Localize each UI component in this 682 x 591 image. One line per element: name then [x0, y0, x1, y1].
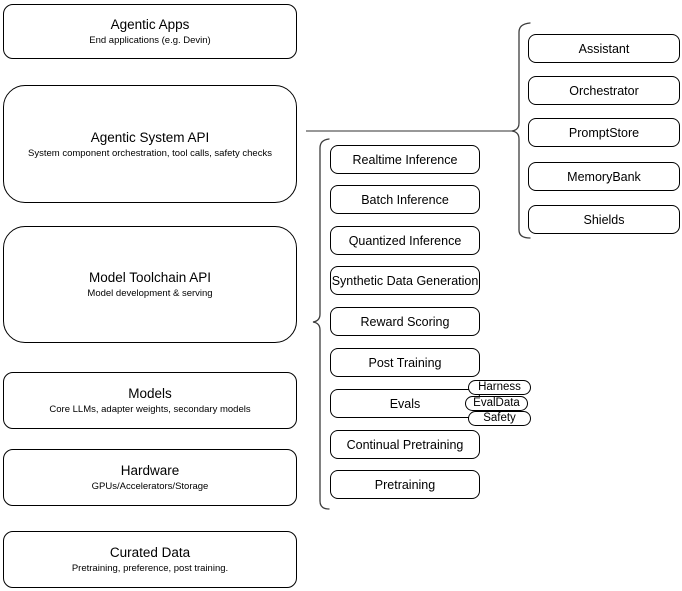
eval-tag-safety: Safety	[468, 411, 531, 426]
agentic-system-api-box: Agentic System API System component orch…	[3, 85, 297, 203]
system-item-shields: Shields	[528, 205, 680, 234]
toolchain-item-continual-pretraining: Continual Pretraining	[330, 430, 480, 459]
eval-tag-evaldata: EvalData	[465, 396, 528, 411]
box-title: Model Toolchain API	[88, 270, 212, 285]
toolchain-item-quantized-inference: Quantized Inference	[330, 226, 480, 255]
eval-tag-harness: Harness	[468, 380, 531, 395]
agentic-apps-box: Agentic Apps End applications (e.g. Devi…	[3, 4, 297, 59]
toolchain-item-realtime-inference: Realtime Inference	[330, 145, 480, 174]
system-item-assistant: Assistant	[528, 34, 680, 63]
box-title: Curated Data	[109, 545, 191, 560]
toolchain-item-reward-scoring: Reward Scoring	[330, 307, 480, 336]
system-item-orchestrator: Orchestrator	[528, 76, 680, 105]
box-subtitle: Core LLMs, adapter weights, secondary mo…	[49, 404, 251, 415]
box-subtitle: GPUs/Accelerators/Storage	[91, 481, 209, 492]
toolchain-item-evals: Evals	[330, 389, 480, 418]
toolchain-item-post-training: Post Training	[330, 348, 480, 377]
toolchain-item-synthetic-data-generation: Synthetic Data Generation	[330, 266, 480, 295]
box-title: Agentic Apps	[110, 17, 190, 32]
box-title: Agentic System API	[90, 129, 210, 145]
box-title: Hardware	[120, 463, 180, 478]
box-subtitle: End applications (e.g. Devin)	[89, 35, 211, 46]
toolchain-item-batch-inference: Batch Inference	[330, 185, 480, 214]
box-subtitle: System component orchestration, tool cal…	[28, 147, 272, 159]
system-item-memorybank: MemoryBank	[528, 162, 680, 191]
hardware-box: Hardware GPUs/Accelerators/Storage	[3, 449, 297, 506]
box-subtitle: Model development & serving	[87, 288, 213, 299]
box-subtitle: Pretraining, preference, post training.	[71, 563, 229, 574]
toolchain-brace	[312, 138, 330, 510]
models-box: Models Core LLMs, adapter weights, secon…	[3, 372, 297, 429]
box-title: Models	[128, 386, 172, 401]
curated-data-box: Curated Data Pretraining, preference, po…	[3, 531, 297, 588]
toolchain-item-pretraining: Pretraining	[330, 470, 480, 499]
model-toolchain-api-box: Model Toolchain API Model development & …	[3, 226, 297, 343]
system-item-promptstore: PromptStore	[528, 118, 680, 147]
